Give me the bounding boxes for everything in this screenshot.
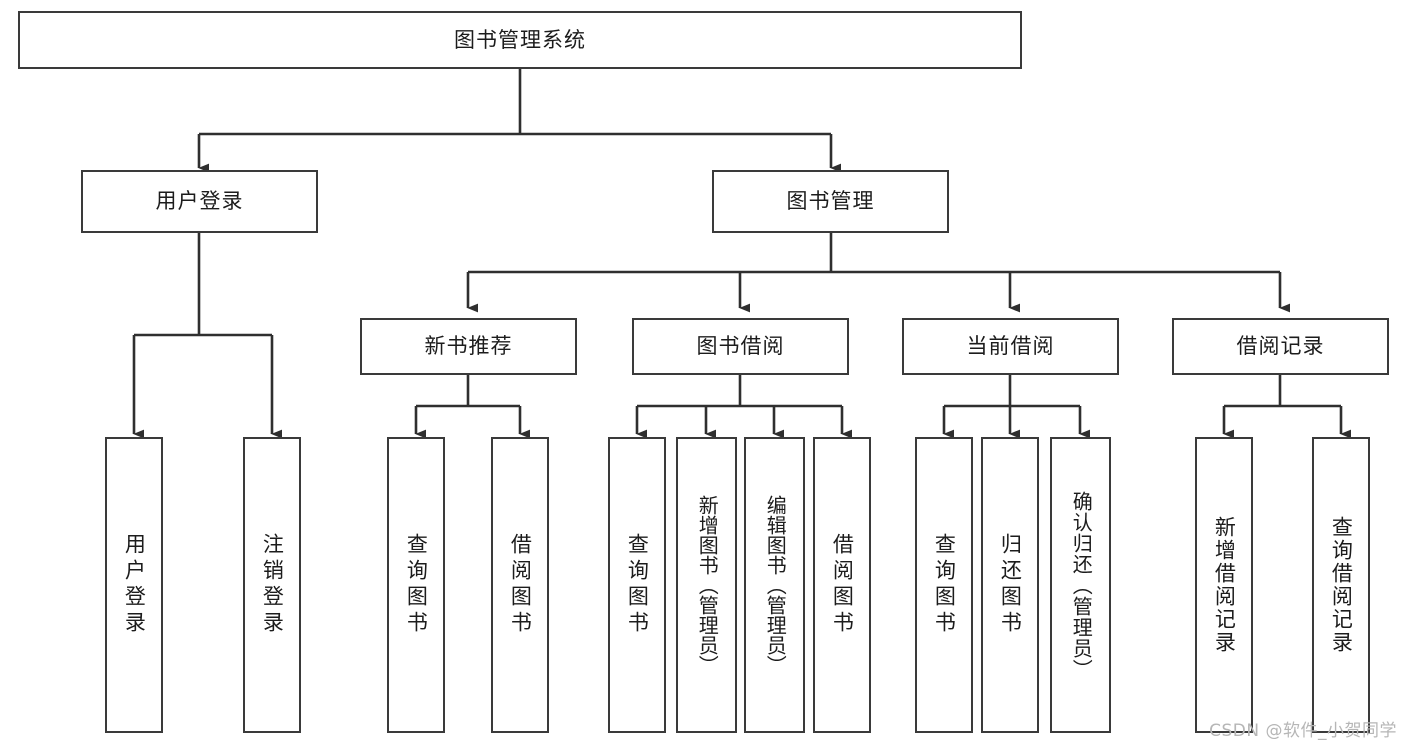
node-label: 确认归还（管理员） xyxy=(1069,490,1094,680)
node-current-borrow[interactable]: 当前借阅 xyxy=(902,318,1119,375)
node-new-book-recommend[interactable]: 新书推荐 xyxy=(360,318,577,375)
leaf-add-book-admin[interactable]: 新增图书（管理员） xyxy=(676,437,737,733)
node-label: 新增借阅记录 xyxy=(1212,516,1237,654)
leaf-add-borrow-record[interactable]: 新增借阅记录 xyxy=(1195,437,1253,733)
node-label: 查询借阅记录 xyxy=(1329,516,1354,654)
leaf-query-book-current[interactable]: 查询图书 xyxy=(915,437,973,733)
node-label: 借阅图书 xyxy=(830,533,855,637)
node-label: 编辑图书（管理员） xyxy=(763,495,788,675)
node-root-system[interactable]: 图书管理系统 xyxy=(18,11,1022,69)
node-label: 用户登录 xyxy=(155,189,244,214)
node-user-login[interactable]: 用户登录 xyxy=(81,170,318,233)
node-label: 查询图书 xyxy=(625,533,650,637)
node-label: 归还图书 xyxy=(998,533,1023,637)
node-book-management[interactable]: 图书管理 xyxy=(712,170,949,233)
node-label: 借阅记录 xyxy=(1236,334,1325,359)
node-label: 注销登录 xyxy=(260,533,285,637)
leaf-return-book[interactable]: 归还图书 xyxy=(981,437,1039,733)
node-label: 当前借阅 xyxy=(966,334,1055,359)
node-label: 新书推荐 xyxy=(424,334,513,359)
leaf-borrow-book-recommend[interactable]: 借阅图书 xyxy=(491,437,549,733)
leaf-borrow-book[interactable]: 借阅图书 xyxy=(813,437,871,733)
node-label: 借阅图书 xyxy=(508,533,533,637)
node-borrow-record[interactable]: 借阅记录 xyxy=(1172,318,1389,375)
leaf-user-login[interactable]: 用户登录 xyxy=(105,437,163,733)
node-label: 用户登录 xyxy=(122,533,147,637)
leaf-logout[interactable]: 注销登录 xyxy=(243,437,301,733)
leaf-query-book-borrow[interactable]: 查询图书 xyxy=(608,437,666,733)
node-label: 图书借阅 xyxy=(696,334,785,359)
node-label: 图书管理 xyxy=(786,189,875,214)
node-label: 查询图书 xyxy=(932,533,957,637)
node-label: 新增图书（管理员） xyxy=(695,495,720,675)
leaf-query-book-recommend[interactable]: 查询图书 xyxy=(387,437,445,733)
leaf-edit-book-admin[interactable]: 编辑图书（管理员） xyxy=(744,437,805,733)
watermark-text: CSDN @软件_小贺同学 xyxy=(1209,721,1397,741)
leaf-query-borrow-record[interactable]: 查询借阅记录 xyxy=(1312,437,1370,733)
leaf-confirm-return-admin[interactable]: 确认归还（管理员） xyxy=(1050,437,1111,733)
node-label: 图书管理系统 xyxy=(454,27,586,52)
node-label: 查询图书 xyxy=(404,533,429,637)
node-book-borrow[interactable]: 图书借阅 xyxy=(632,318,849,375)
